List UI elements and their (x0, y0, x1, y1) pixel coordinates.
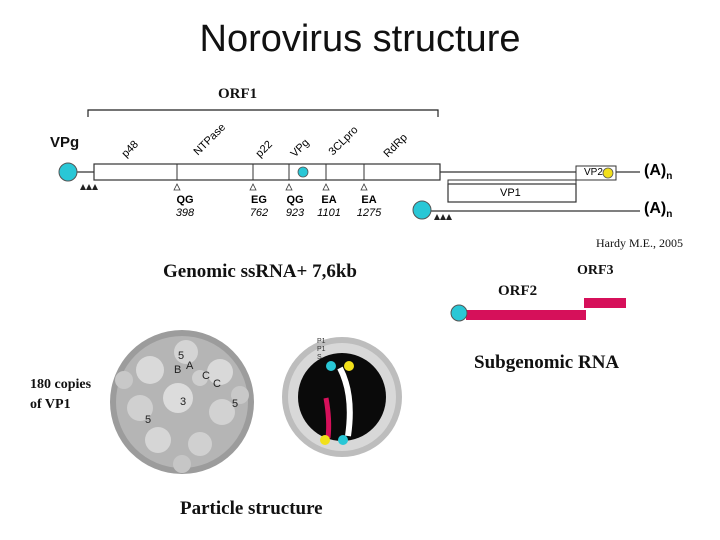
cleavage-marker-3 (285, 183, 293, 191)
cs-vpg-dot-top (326, 361, 336, 371)
page-title: Norovirus structure (199, 18, 521, 60)
capsid-mark-5-right: 5 (232, 398, 239, 410)
vpg-genome-dot (58, 162, 78, 182)
cleavage-site-2: EG 762 (249, 194, 269, 219)
vp1-box (447, 183, 577, 203)
capsid-mark-5-top: 5 (178, 350, 185, 362)
polya-top: (A)n (644, 162, 673, 183)
vpg-subgenomic-dot (412, 200, 432, 220)
sg-triangle-1 (434, 214, 440, 220)
orf3-label: ORF3 (577, 263, 614, 278)
cleavage-site-5: EA 1275 (356, 194, 382, 219)
rna-strand-white (337, 366, 353, 437)
sg-triangle-2 (440, 214, 446, 220)
subgenomic-label: Subgenomic RNA (474, 352, 620, 373)
capsid-surface-image (110, 330, 254, 474)
orf1-box (93, 163, 441, 181)
vp1-copies-label: 180 copies of VP1 (30, 377, 92, 412)
cleavage-site-1: QG 398 (175, 194, 195, 219)
cleavage-site-4: EA 1101 (317, 194, 341, 219)
citation: Hardy M.E., 2005 (596, 236, 683, 250)
orf2-bar (466, 310, 586, 320)
orf2-vpg-dot (450, 304, 468, 322)
polya-bottom: (A)n (644, 200, 673, 221)
particle-label: Particle structure (180, 498, 323, 519)
vpg-domain-dot (297, 166, 309, 178)
capsid-mark-3: 3 (180, 396, 187, 408)
cs-vp2-dot-top (344, 361, 354, 371)
vpg-label: VPg (50, 134, 80, 151)
capsid-mark-b: B (174, 364, 182, 376)
sg-triangle-3 (446, 214, 452, 220)
cleavage-marker-5 (360, 183, 368, 191)
capsid-mark-a: A (186, 360, 194, 372)
orf1-bracket (87, 109, 439, 117)
capsid-mark-c1: C (202, 370, 210, 382)
cleavage-marker-1 (173, 183, 181, 191)
cs-vp2-dot-bottom (320, 435, 330, 445)
section-marks: P1 P1 S (317, 338, 326, 361)
cleavage-marker-4 (322, 183, 330, 191)
capsid-mark-5-left: 5 (145, 414, 152, 426)
vp2-label: VP2 (584, 167, 603, 178)
start-triangle-3 (92, 184, 98, 190)
particle-cross-section-image (282, 337, 402, 457)
genomic-label: Genomic ssRNA+ 7,6kb (163, 261, 357, 282)
cleavage-site-3: QG 923 (285, 194, 305, 219)
orf1-label: ORF1 (218, 86, 258, 102)
start-triangle-1 (80, 184, 86, 190)
cs-vpg-dot-bottom (338, 435, 348, 445)
rna-strand-magenta (323, 397, 332, 439)
orf3-bar (584, 298, 626, 308)
orf2-label: ORF2 (498, 283, 538, 299)
vp2-dot (602, 167, 614, 179)
capsid-mark-c2: C (213, 378, 221, 390)
vp1-label: VP1 (500, 187, 521, 199)
cleavage-marker-2 (249, 183, 257, 191)
start-triangle-2 (86, 184, 92, 190)
